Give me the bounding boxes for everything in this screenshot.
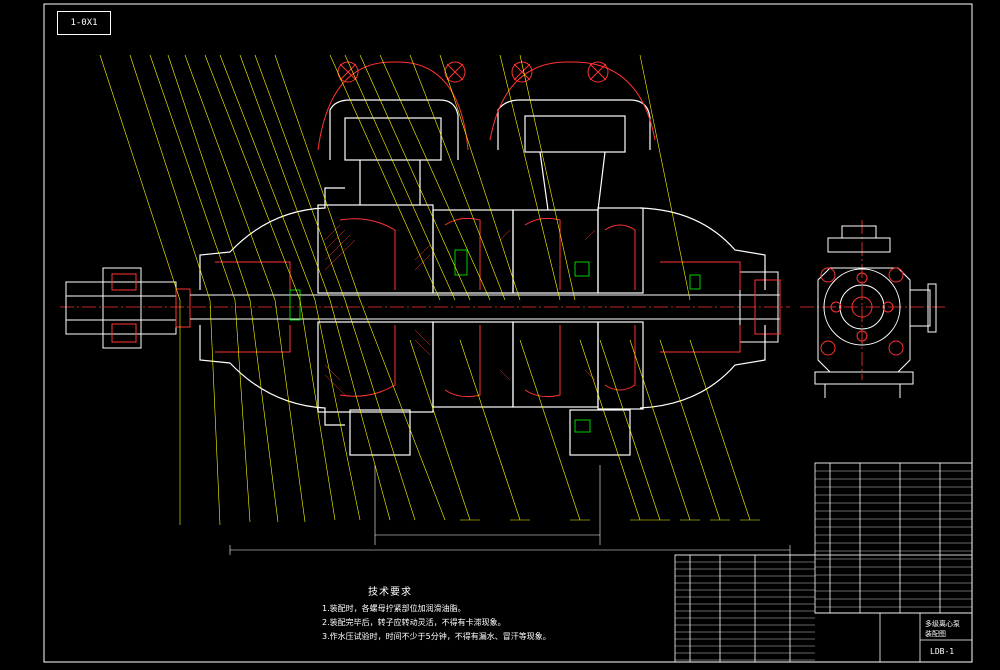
flange-arcs bbox=[317, 61, 656, 151]
pump-casing bbox=[199, 99, 766, 456]
leader-line bbox=[329, 54, 441, 301]
leader-line bbox=[184, 54, 306, 523]
leader-line bbox=[167, 54, 279, 523]
technical-requirements-title: 技术要求 bbox=[368, 587, 412, 598]
side-view-bolts bbox=[820, 267, 904, 356]
leader-line bbox=[239, 54, 391, 521]
drawing-number-box: 1-0X1 bbox=[57, 11, 111, 35]
technical-requirement-1: 1.装配时，各螺母拧紧部位加润滑油脂。 bbox=[322, 604, 466, 613]
technical-requirement-3: 3.作水压试验时，时间不少于5分钟，不得有漏水、冒汗等现象。 bbox=[322, 632, 551, 641]
leader-line bbox=[99, 54, 181, 525]
leader-line bbox=[219, 54, 361, 521]
dimension-lines bbox=[229, 465, 791, 555]
leader-line bbox=[639, 54, 691, 301]
leader-line bbox=[629, 339, 691, 521]
leader-line bbox=[439, 54, 521, 301]
parts-list-rows bbox=[675, 462, 972, 661]
leader-line bbox=[689, 339, 751, 521]
title-block-name-line1: 多级离心泵 bbox=[925, 620, 960, 628]
section-hatching bbox=[324, 224, 596, 396]
leader-line bbox=[599, 339, 661, 521]
leader-line bbox=[254, 54, 416, 521]
technical-requirement-2: 2.装配完毕后，转子应转动灵活，不得有卡滞现象。 bbox=[322, 618, 506, 627]
leader-line bbox=[519, 339, 581, 521]
leader-line bbox=[459, 339, 521, 521]
side-view bbox=[814, 225, 937, 398]
sheet-frame bbox=[43, 3, 973, 663]
leader-line bbox=[274, 54, 446, 521]
leader-line bbox=[359, 54, 471, 301]
title-block-name-line2: 装配图 bbox=[925, 630, 946, 638]
leader-line bbox=[499, 54, 561, 301]
leader-line bbox=[659, 339, 721, 521]
leader-line bbox=[379, 54, 491, 301]
part-leader-lines bbox=[99, 54, 760, 526]
leader-line bbox=[579, 339, 641, 521]
leader-line bbox=[129, 54, 221, 526]
pump-shaft bbox=[190, 271, 781, 343]
impellers bbox=[215, 217, 741, 398]
leader-line bbox=[344, 54, 456, 301]
leader-line bbox=[149, 54, 251, 523]
leader-line bbox=[409, 339, 471, 521]
hidden-lines bbox=[289, 249, 701, 433]
coupling bbox=[65, 267, 191, 349]
leader-line bbox=[409, 54, 506, 301]
drawing-number: 1-0X1 bbox=[70, 18, 98, 28]
title-block-code: LDB-1 bbox=[930, 647, 955, 656]
leader-line bbox=[204, 54, 336, 521]
leader-line bbox=[519, 54, 576, 301]
